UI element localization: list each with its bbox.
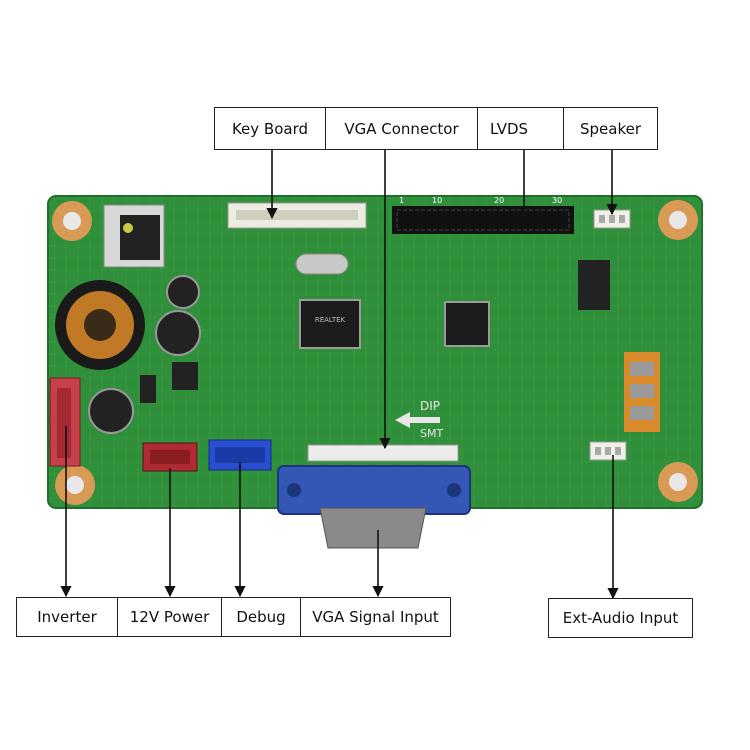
mounting-hole-bottom-left <box>55 465 95 505</box>
label-12v-power: 12V Power <box>117 597 222 637</box>
label-lvds: LVDS <box>477 107 564 150</box>
pcb-board: 1 10 20 30 REALTEK <box>47 195 703 549</box>
speaker-header <box>593 209 631 229</box>
toroid-inductor <box>55 280 145 370</box>
label-vga-connector: VGA Connector <box>325 107 478 150</box>
mounting-hole-bottom-right <box>658 462 698 502</box>
lvds-ic <box>444 301 490 347</box>
mounting-hole-top-left <box>52 201 92 241</box>
leader-lines <box>60 149 619 600</box>
label-vga-signal-input: VGA Signal Input <box>300 597 451 637</box>
vga-db15-connector <box>277 444 471 549</box>
audio-regulator <box>578 260 610 310</box>
crystal-oscillator <box>295 253 349 275</box>
header-number-20: 20 <box>494 196 504 205</box>
label-debug: Debug <box>221 597 301 637</box>
inverter-connector <box>49 377 81 467</box>
dip-label: DIP <box>420 399 440 413</box>
header-number-1: 1 <box>399 196 404 205</box>
small-ic <box>140 375 156 403</box>
header-number-30: 30 <box>552 196 562 205</box>
mounting-hole-top-right <box>658 200 698 240</box>
ext-audio-header <box>589 441 627 461</box>
power-connector <box>142 442 198 472</box>
header-number-10: 10 <box>432 196 442 205</box>
main-controller-ic: REALTEK <box>299 299 361 349</box>
keyboard-header <box>227 202 367 229</box>
capacitor <box>88 275 201 434</box>
label-speaker: Speaker <box>563 107 658 150</box>
dip-arrow <box>395 412 440 428</box>
smt-label: SMT <box>420 427 443 440</box>
ic-brand-label: REALTEK <box>315 316 346 324</box>
label-ext-audio-input: Ext-Audio Input <box>548 598 693 638</box>
small-ic <box>172 362 198 390</box>
label-key-board: Key Board <box>214 107 326 150</box>
audio-amplifier <box>624 352 660 432</box>
voltage-regulator <box>103 204 165 268</box>
lvds-header: 1 10 20 30 <box>392 196 574 234</box>
label-inverter: Inverter <box>16 597 118 637</box>
